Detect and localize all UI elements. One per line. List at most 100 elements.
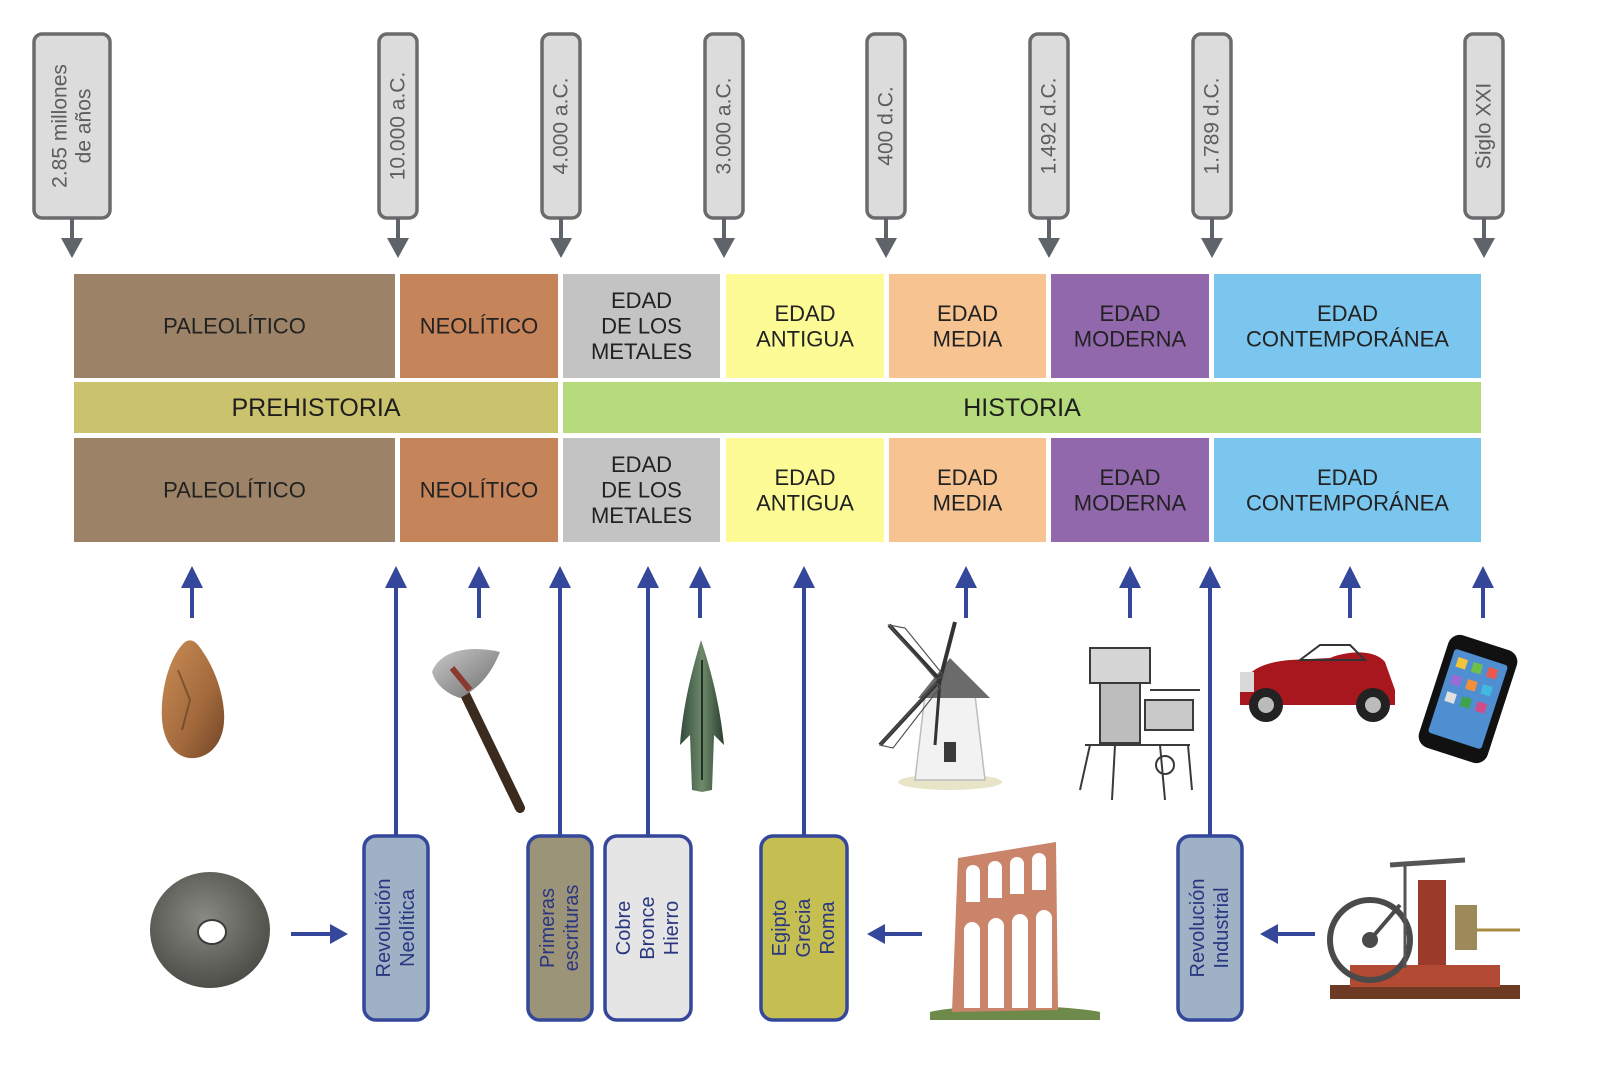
millstone-image [150, 872, 270, 988]
period-neolitico: NEOLÍTICO [400, 274, 558, 378]
milestone-label: Bronce [637, 896, 659, 959]
period-label: EDAD [1317, 465, 1378, 490]
period-label: EDAD [1099, 465, 1160, 490]
period-neolitico: NEOLÍTICO [400, 438, 558, 542]
date-label: 10.000 a.C. [387, 72, 410, 181]
up-arrow [1119, 566, 1141, 618]
period-label: DE LOS [601, 314, 682, 339]
date-label: 1.789 d.C. [1201, 78, 1224, 175]
up-arrow [1339, 566, 1361, 618]
period-label: ANTIGUA [756, 326, 854, 351]
period-label: CONTEMPORÁNEA [1246, 490, 1449, 515]
up-arrow [1472, 566, 1494, 618]
stone-axe-image [432, 649, 525, 813]
up-arrow [955, 566, 977, 618]
printing-press-image [1079, 647, 1200, 801]
period-label: NEOLÍTICO [420, 478, 539, 503]
date-label: 4.000 a.C. [550, 78, 573, 175]
date-tag: 1.492 d.C. [1028, 32, 1070, 258]
period-label: PALEOLÍTICO [163, 314, 306, 339]
date-label: de años [73, 89, 96, 164]
up-arrow [181, 566, 203, 618]
era-prehistoria: PREHISTORIA [74, 382, 558, 433]
date-tag: 4.000 a.C. [540, 32, 582, 258]
date-label: 1.492 d.C. [1038, 78, 1061, 175]
milestone-label: Hierro [661, 901, 683, 955]
date-tag: 400 d.C. [865, 32, 907, 258]
arrow-to-revolucion-industrial [1260, 924, 1315, 944]
period-label: MODERNA [1074, 490, 1187, 515]
era-historia: HISTORIA [563, 382, 1481, 433]
steam-engine-image [1327, 857, 1520, 999]
windmill-image [878, 621, 1002, 790]
period-label: NEOLÍTICO [420, 314, 539, 339]
period-label: DE LOS [601, 478, 682, 503]
period-label: METALES [591, 339, 692, 364]
period-label: MODERNA [1074, 326, 1187, 351]
period-label: EDAD [1099, 301, 1160, 326]
period-label: CONTEMPORÁNEA [1246, 326, 1449, 351]
milestone-label: Cobre [613, 901, 635, 955]
period-label: EDAD [1317, 301, 1378, 326]
milestone-label: Revolución [1187, 879, 1209, 978]
date-tag: 3.000 a.C. [703, 32, 745, 258]
milestone-label: escrituras [561, 885, 583, 972]
up-arrow [468, 566, 490, 618]
arrow-to-civilizaciones [867, 924, 922, 944]
milestone-label: Revolución [373, 879, 395, 978]
period-paleolitico: PALEOLÍTICO [74, 274, 395, 378]
period-label: METALES [591, 503, 692, 528]
era-label: PREHISTORIA [231, 394, 400, 422]
smartphone-image [1418, 634, 1518, 764]
milestone-label: Industrial [1211, 887, 1233, 968]
period-label: ANTIGUA [756, 490, 854, 515]
era-label: HISTORIA [963, 394, 1081, 422]
arrow-to-revolucion-neolitica [291, 924, 348, 944]
classic-car-image [1240, 644, 1395, 722]
period-label: MEDIA [933, 326, 1003, 351]
date-label: 2.85 millones [49, 64, 72, 188]
up-arrow [689, 566, 711, 618]
milestone-label: Primeras [537, 888, 559, 968]
era-band: PREHISTORIA HISTORIA [74, 382, 1481, 433]
aqueduct-image [930, 842, 1100, 1020]
date-label: 3.000 a.C. [713, 78, 736, 175]
spearhead-image [680, 640, 724, 792]
period-label: EDAD [937, 301, 998, 326]
milestone-label: Neolítica [397, 888, 419, 967]
period-label: EDAD [611, 452, 672, 477]
period-label: EDAD [937, 465, 998, 490]
milestone-label: Grecia [793, 898, 815, 958]
horizontal-arrows [291, 924, 1315, 944]
period-label: PALEOLÍTICO [163, 478, 306, 503]
date-tag: 1.789 d.C. [1191, 32, 1233, 258]
date-tag: 10.000 a.C. [377, 32, 419, 258]
period-label: EDAD [774, 465, 835, 490]
date-label: Siglo XXI [1473, 83, 1496, 169]
period-label: MEDIA [933, 490, 1003, 515]
hand-axe-image [161, 640, 225, 759]
period-label: EDAD [774, 301, 835, 326]
period-paleolitico: PALEOLÍTICO [74, 438, 395, 542]
milestone-label: Roma [817, 900, 839, 954]
date-tag: Siglo XXI [1463, 32, 1505, 258]
up-arrows [181, 566, 1494, 618]
